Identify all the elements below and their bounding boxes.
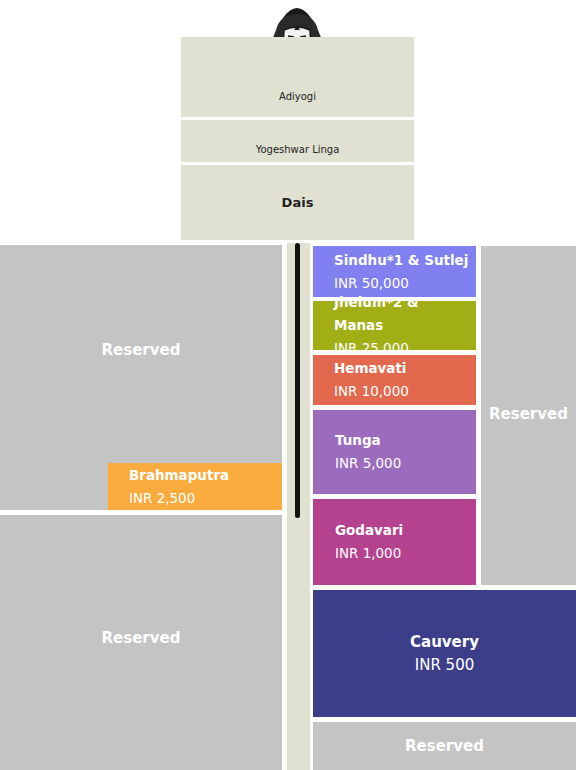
zone-price: INR 25,000 xyxy=(334,337,472,360)
aisle xyxy=(287,243,310,770)
dais-box: Dais xyxy=(181,165,414,240)
reserved-label: Reserved xyxy=(102,341,181,359)
zone-price: INR 5,000 xyxy=(335,452,472,475)
reserved-block: Reserved xyxy=(313,722,576,770)
zone-name: Hemavati xyxy=(334,357,472,380)
zone-name: Cauvery xyxy=(410,631,479,654)
seat-zone: Sindhu*1 & SutlejINR 50,000 xyxy=(313,246,476,297)
reserved-label: Reserved xyxy=(102,629,181,647)
zone-price: INR 1,000 xyxy=(335,542,472,565)
zone-name: Brahmaputra xyxy=(129,464,278,487)
reserved-label: Reserved xyxy=(489,405,568,423)
zone-name: Tunga xyxy=(335,429,472,452)
aisle-line xyxy=(295,243,300,518)
hair-bun xyxy=(281,8,313,28)
zone-name: Godavari xyxy=(335,519,472,542)
reserved-label: Reserved xyxy=(405,737,484,755)
seat-zone: TungaINR 5,000 xyxy=(313,410,476,494)
zone-price: INR 10,000 xyxy=(334,380,472,403)
seat-zone: CauveryINR 500 xyxy=(313,590,576,717)
seat-zone: Jhelum*2 & ManasINR 25,000 xyxy=(313,301,476,350)
seat-zone: GodavariINR 1,000 xyxy=(313,499,476,585)
linga-box: Yogeshwar Linga xyxy=(181,120,414,162)
zone-price: INR 500 xyxy=(415,654,474,677)
statue-box: Adiyogi xyxy=(181,37,414,117)
zone-name: Sindhu*1 & Sutlej xyxy=(334,249,472,272)
node-label: Yogeshwar Linga xyxy=(256,144,340,155)
third-eye xyxy=(294,26,300,30)
node-label: Dais xyxy=(282,195,314,210)
reserved-block: Reserved xyxy=(481,246,576,585)
node-label: Adiyogi xyxy=(279,91,316,102)
reserved-block: Reserved xyxy=(0,515,282,770)
zone-name: Jhelum*2 & Manas xyxy=(334,291,472,337)
zone-price: INR 50,000 xyxy=(334,272,472,295)
seat-zone: BrahmaputraINR 2,500 xyxy=(108,463,282,510)
zone-price: INR 2,500 xyxy=(129,487,278,510)
seat-zone: HemavatiINR 10,000 xyxy=(313,355,476,405)
